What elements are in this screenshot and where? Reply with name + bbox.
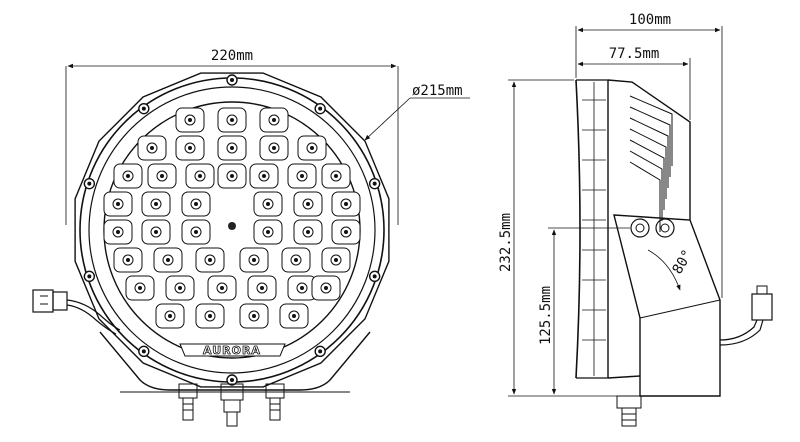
led-core-icon (150, 146, 154, 150)
fin (629, 139, 665, 210)
wire-connector (32, 289, 121, 335)
led-core-icon (198, 174, 202, 178)
led-core-icon (126, 258, 130, 262)
led-array (103, 107, 361, 329)
led-core-icon (300, 174, 304, 178)
fin (629, 128, 667, 199)
led-core-icon (294, 258, 298, 262)
led-core-icon (154, 202, 158, 206)
screw-head-icon (230, 378, 234, 382)
led-core-icon (188, 146, 192, 150)
led-core-icon (116, 230, 120, 234)
led-core-icon (220, 286, 224, 290)
screw-head-icon (87, 274, 92, 279)
front-bracket (99, 331, 371, 391)
led-core-icon (194, 230, 198, 234)
fin (629, 95, 673, 166)
width-label: 220mm (211, 48, 253, 64)
inner-ring (88, 86, 376, 374)
bracket-height-label: 125.5mm (538, 286, 554, 345)
depth-body-label: 77.5mm (609, 46, 660, 62)
led-core-icon (344, 202, 348, 206)
brand-label: AURORA (203, 344, 261, 357)
tilt-arc (647, 249, 681, 291)
tilt-angle-label: 80° (670, 247, 697, 277)
led-core-icon (324, 286, 328, 290)
led-core-icon (262, 174, 266, 178)
led-core-icon (168, 314, 172, 318)
led-core-icon (334, 174, 338, 178)
led-core-icon (126, 174, 130, 178)
center-mark (228, 222, 236, 230)
diameter-label: ø215mm (412, 83, 463, 99)
led-core-icon (138, 286, 142, 290)
led-core-icon (208, 314, 212, 318)
fin (629, 161, 661, 232)
side-housing (607, 79, 691, 379)
side-lens-edge (575, 79, 581, 379)
screw-head-icon (87, 181, 92, 186)
pivot-bolt-1 (630, 218, 650, 238)
led-core-icon (300, 286, 304, 290)
diameter-leader (364, 97, 411, 141)
screw-head-icon (372, 181, 377, 186)
screw-head-icon (230, 78, 234, 82)
led-core-icon (272, 146, 276, 150)
led-core-icon (292, 314, 296, 318)
screw-head-icon (141, 106, 146, 111)
screw-head-icon (318, 349, 323, 354)
bezel-screws (83, 74, 381, 386)
led-core-icon (344, 230, 348, 234)
heat-sink-fins (629, 95, 673, 232)
led-core-icon (252, 258, 256, 262)
led-core-icon (208, 258, 212, 262)
led-core-icon (252, 314, 256, 318)
side-bracket (613, 214, 721, 397)
fin (629, 150, 663, 221)
led-core-icon (166, 258, 170, 262)
pivot-bolt-2 (655, 218, 675, 238)
mount-studs (178, 383, 285, 427)
led-core-icon (230, 118, 234, 122)
bezel-ridges (582, 82, 606, 376)
fin (629, 117, 669, 188)
led-core-icon (334, 258, 338, 262)
led-core-icon (178, 286, 182, 290)
height-total-label: 232.5mm (498, 213, 514, 272)
side-view: 80° 100mm 77.5mm 232.5mm 125.5mm (498, 12, 773, 427)
led-core-icon (310, 146, 314, 150)
side-cable (719, 319, 764, 346)
led-core-icon (272, 118, 276, 122)
led-core-icon (194, 202, 198, 206)
led-core-icon (266, 230, 270, 234)
led-core-icon (260, 286, 264, 290)
outer-bezel (74, 72, 390, 388)
side-plug (751, 293, 773, 321)
screw-head-icon (141, 349, 146, 354)
front-view: AURORA 220mm ø215m (32, 48, 470, 427)
screw-head-icon (318, 106, 323, 111)
brand-plate (179, 343, 286, 357)
led-core-icon (160, 174, 164, 178)
bezel-outline (74, 72, 390, 388)
led-core-icon (266, 202, 270, 206)
led-core-icon (188, 118, 192, 122)
screw-head-icon (372, 274, 377, 279)
led-core-icon (154, 230, 158, 234)
led-core-icon (230, 146, 234, 150)
led-core-icon (116, 202, 120, 206)
led-core-icon (230, 174, 234, 178)
led-core-icon (306, 230, 310, 234)
fin (629, 106, 671, 177)
depth-total-label: 100mm (629, 12, 671, 28)
led-core-icon (306, 202, 310, 206)
